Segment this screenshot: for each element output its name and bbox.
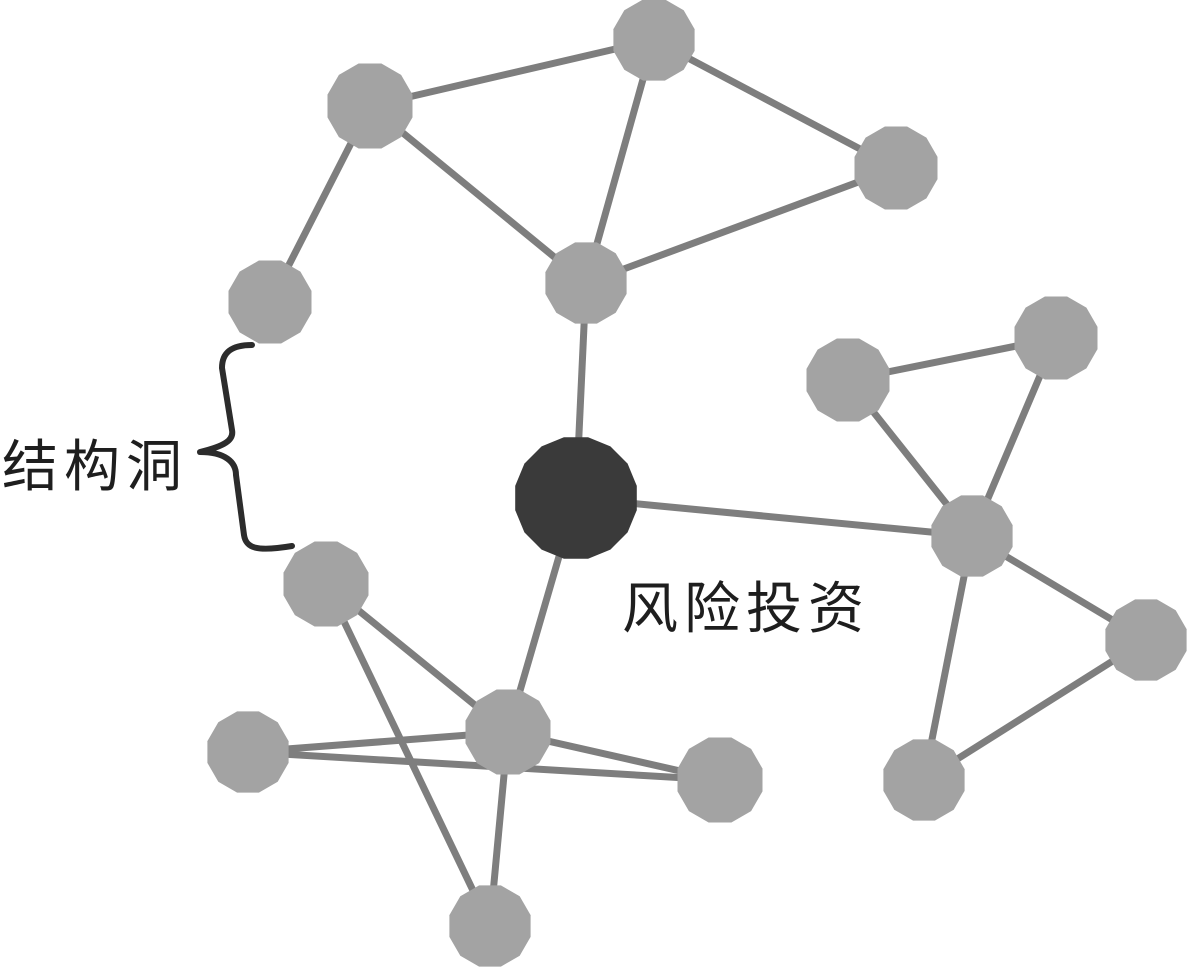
network-node-n5 — [228, 260, 312, 344]
edge-n7-n8 — [247, 728, 509, 756]
edge-n6-n15 — [920, 535, 976, 781]
network-node-n9 — [677, 737, 763, 823]
network-node-n11 — [283, 541, 369, 627]
edge-vc-n6 — [575, 494, 973, 540]
network-node-n7 — [465, 689, 551, 775]
network-node-n14 — [1105, 599, 1187, 681]
network-node-n1 — [327, 63, 413, 149]
structural-hole-label: 结构洞 — [2, 435, 188, 500]
network-node-n8 — [207, 711, 289, 793]
venture-capital-node — [515, 437, 637, 559]
structural-hole-bracket — [197, 342, 295, 552]
network-node-n3 — [854, 126, 938, 210]
edge-n2-n3 — [652, 36, 898, 172]
edge-n14-n15 — [922, 637, 1148, 783]
edge-n3-n4 — [584, 164, 898, 287]
network-node-n6 — [931, 495, 1013, 577]
network-node-n15 — [883, 739, 965, 821]
edge-n1-n2 — [369, 36, 655, 110]
edge-n1-n4 — [367, 103, 589, 286]
network-node-n13 — [1014, 296, 1098, 380]
network-node-n10 — [449, 885, 531, 967]
network-node-n4 — [545, 242, 627, 324]
edge-n2-n4 — [582, 39, 658, 284]
network-node-n2 — [613, 0, 695, 81]
node-layer — [207, 0, 1187, 967]
edge-n10-n11 — [322, 582, 494, 928]
venture-capital-label: 风险投资 — [622, 577, 870, 642]
network-node-n12 — [806, 338, 890, 422]
